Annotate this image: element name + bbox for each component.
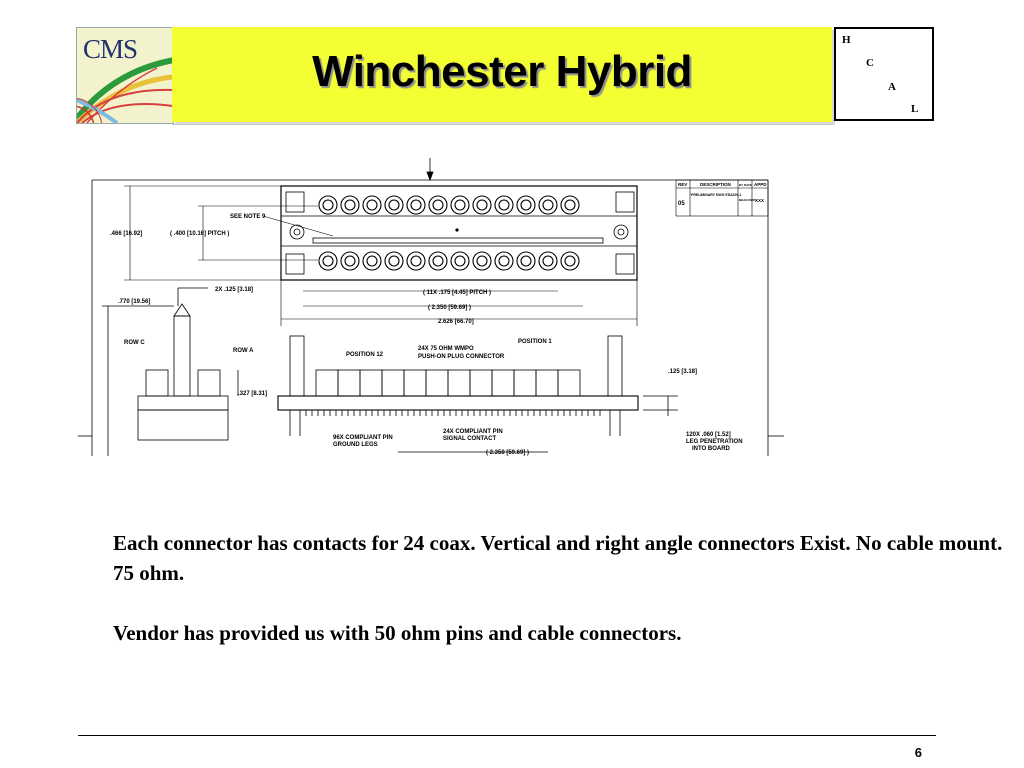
hcal-letter-h: H <box>842 34 851 46</box>
label-see-note: SEE NOTE 9 <box>230 214 266 220</box>
body-paragraph-1: Each connector has contacts for 24 coax.… <box>113 531 1003 585</box>
label-dim-125: .125 [3.18] <box>668 369 697 375</box>
cms-logo-graphic <box>77 57 173 123</box>
label-leg-2: LEG PENETRATION <box>686 439 743 445</box>
label-dim-770: .770 [19.56] <box>118 299 150 305</box>
cms-logo-text: CMS <box>83 34 138 64</box>
rev-header-rev: REV <box>678 182 687 187</box>
rev-table <box>675 179 769 217</box>
label-dim-466: .466 [16.92] <box>110 231 142 237</box>
coax-row-top <box>318 195 580 215</box>
title-band: Winchester Hybrid <box>172 27 832 125</box>
label-leg-3: INTO BOARD <box>692 446 731 452</box>
page-number: 6 <box>914 745 922 760</box>
coax-row-bottom <box>318 251 580 271</box>
label-wmpo-1: 24X 75 OHM WMPO <box>418 346 474 352</box>
footer-divider <box>78 735 936 736</box>
label-pitch-400: ( .400 [10.16] PITCH ) <box>170 231 229 237</box>
slide-body: Each connector has contacts for 24 coax.… <box>113 528 1008 648</box>
cms-logo: CMS <box>76 27 174 124</box>
label-position-1: POSITION 1 <box>518 339 552 345</box>
label-row-a: ROW A <box>233 348 254 354</box>
rev-description: PRELIMINARY DWG ED4229-1 <box>691 193 741 197</box>
hcal-letter-c: C <box>866 57 874 69</box>
label-dim-2350: ( 2.350 [59.69] ) <box>428 305 471 311</box>
hcal-letter-a: A <box>888 81 896 93</box>
rev-by-date: BEAN 06/05 <box>739 198 756 202</box>
label-ground-1: 96X COMPLIANT PIN <box>333 435 393 441</box>
rev-header-appd: APPD <box>754 182 767 187</box>
hcal-logo: H C A L <box>834 27 934 121</box>
label-dim-2x125: 2X .125 [3.18] <box>215 287 253 293</box>
rev-appd: XXX <box>755 198 764 203</box>
label-row-c: ROW C <box>124 340 145 346</box>
body-paragraph-2: Vendor has provided us with 50 ohm pins … <box>113 621 682 645</box>
label-dim-2626: 2.626 [66.70] <box>438 319 474 325</box>
rev-header-description: DESCRIPTION <box>700 182 731 187</box>
label-position-12: POSITION 12 <box>346 352 384 358</box>
slide-title: Winchester Hybrid <box>312 47 692 96</box>
rev-value: 05 <box>678 201 685 207</box>
label-signal-1: 24X COMPLIANT PIN <box>443 429 503 435</box>
label-pitch-11x: ( 11X .175 [4.45] PITCH ) <box>423 290 491 296</box>
rev-header-by-date: BY DATE <box>739 183 752 187</box>
label-dim-327: .327 [8.31] <box>238 391 267 397</box>
label-wmpo-2: PUSH-ON PLUG CONNECTOR <box>418 354 505 360</box>
connector-engineering-drawing: REV DESCRIPTION BY DATE APPD 05 PRELIMIN… <box>78 158 784 456</box>
label-leg-1: 120X .060 [1.52] <box>686 432 731 438</box>
hcal-letter-l: L <box>911 103 919 115</box>
label-ground-2: GROUND LEGS <box>333 442 378 448</box>
label-dim-2350-bottom: ( 2.350 [59.69] ) <box>486 450 529 456</box>
label-signal-2: SIGNAL CONTACT <box>443 436 496 442</box>
